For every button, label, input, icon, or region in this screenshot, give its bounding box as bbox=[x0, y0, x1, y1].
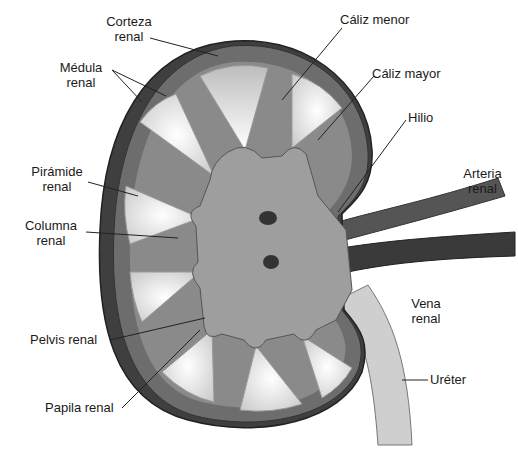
renal-pyramids bbox=[125, 65, 352, 411]
vessel-section bbox=[263, 255, 279, 269]
part-label: Hilio bbox=[408, 110, 468, 125]
part-label: Cáliz menor bbox=[340, 12, 450, 27]
renal-cortex bbox=[113, 45, 368, 422]
part-label: Pirámide renal bbox=[24, 164, 90, 194]
vessel-section bbox=[259, 211, 277, 225]
part-label: Pelvis renal bbox=[30, 332, 130, 347]
renal-vein bbox=[342, 232, 515, 272]
part-label: Columna renal bbox=[18, 218, 84, 248]
part-label: Cáliz mayor bbox=[372, 66, 482, 81]
part-label: Uréter bbox=[430, 372, 500, 387]
part-label: Corteza renal bbox=[98, 14, 160, 44]
kidney-rim bbox=[99, 41, 372, 428]
renal-medulla bbox=[130, 62, 352, 408]
part-label: Vena renal bbox=[400, 296, 452, 326]
leader-lines bbox=[86, 28, 428, 408]
renal-pelvis bbox=[191, 147, 352, 348]
part-label: Médula renal bbox=[50, 60, 112, 90]
part-label: Arteria renal bbox=[450, 166, 515, 196]
part-label: Papila renal bbox=[45, 400, 145, 415]
